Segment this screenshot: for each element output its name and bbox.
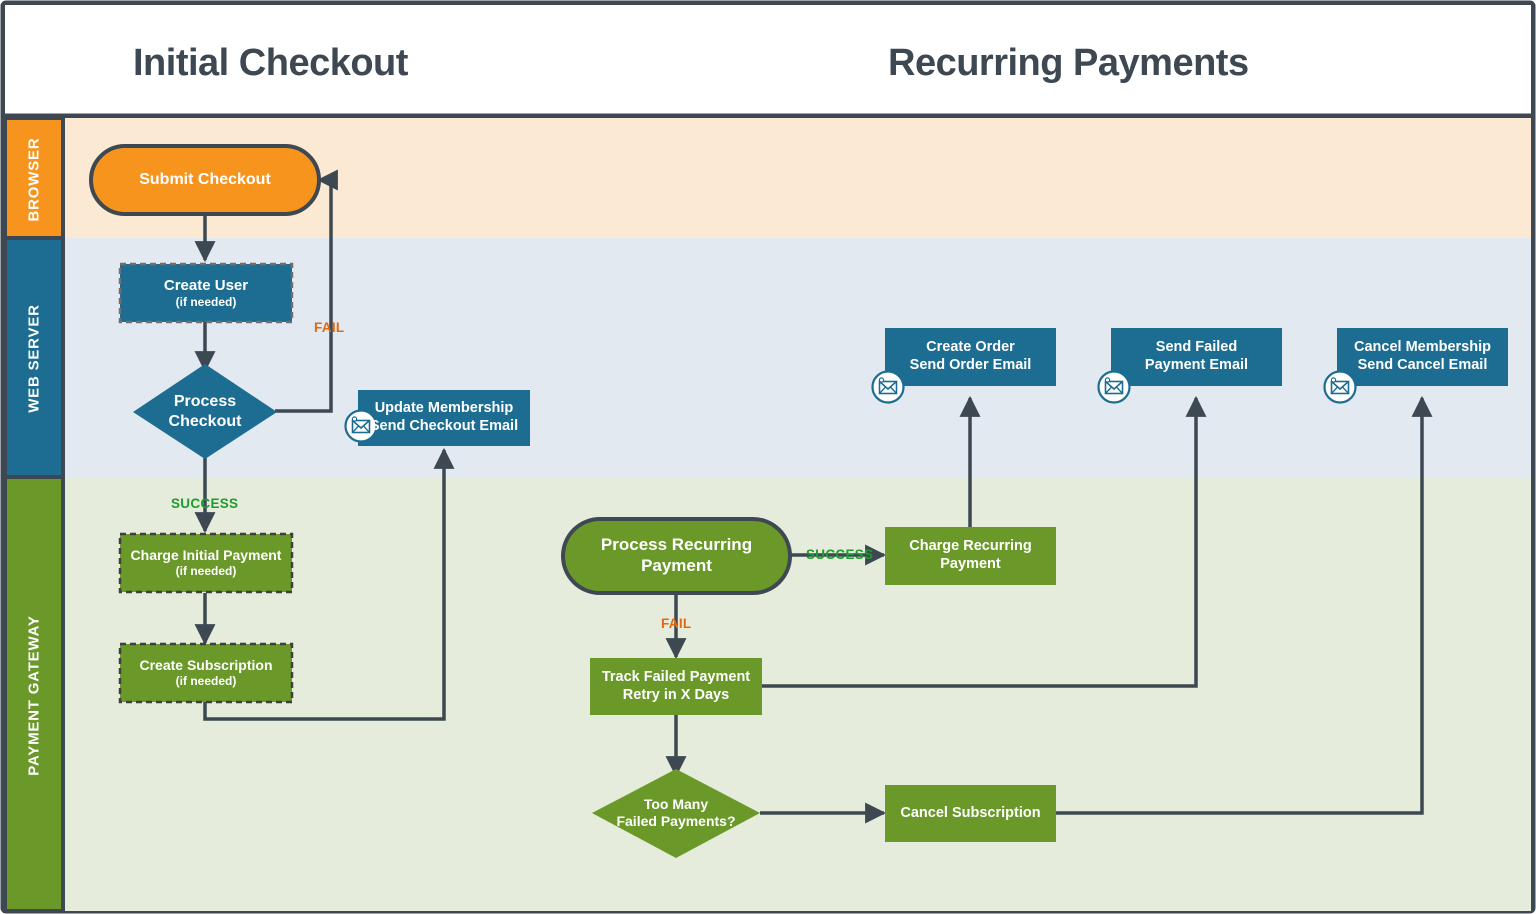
edge-fail-back-to-submit [275,169,338,413]
node-charge-initial-payment[interactable] [118,532,294,594]
node-charge-recurring-payment[interactable] [885,527,1056,585]
edge-createsub-to-update-membership [203,447,455,721]
edge-trackfailed-to-sendfailed [762,395,1207,688]
node-cancel-membership[interactable] [1337,328,1508,386]
node-too-many-failed[interactable] [592,769,760,858]
node-create-order[interactable] [885,328,1056,386]
lane-label-payment-gateway: PAYMENT GATEWAY [25,615,43,776]
node-send-failed-payment[interactable] [1111,328,1282,386]
connectors [194,169,1433,824]
lane-label-web-server: WEB SERVER [25,304,43,413]
email-icon [344,409,378,443]
header-strip [5,5,1531,119]
edge-label-fail-recurring: FAIL [661,616,692,631]
node-cancel-subscription[interactable] [885,785,1056,842]
node-track-failed-payment[interactable] [590,658,762,715]
lane-band-browser [3,116,1531,240]
node-process-checkout[interactable] [133,364,277,459]
email-icon [871,370,905,404]
edge-label-success-checkout: SUCCESS [171,496,239,511]
node-update-membership[interactable] [358,390,530,446]
node-submit-checkout[interactable] [89,144,321,216]
node-create-subscription[interactable] [118,642,294,704]
email-icon [1097,370,1131,404]
node-create-user[interactable] [118,262,294,324]
edge-label-success-recurring: SUCCESS [806,547,874,562]
edge-cancelsub-to-cancelmembership [1056,395,1433,815]
lane-label-browser: BROWSER [25,137,43,222]
page-title-initial-checkout: Initial Checkout [133,42,408,84]
edge-label-fail-checkout: FAIL [314,320,345,335]
node-process-recurring-payment[interactable] [561,517,792,595]
email-icon [1323,370,1357,404]
page-title-recurring-payments: Recurring Payments [888,42,1249,84]
